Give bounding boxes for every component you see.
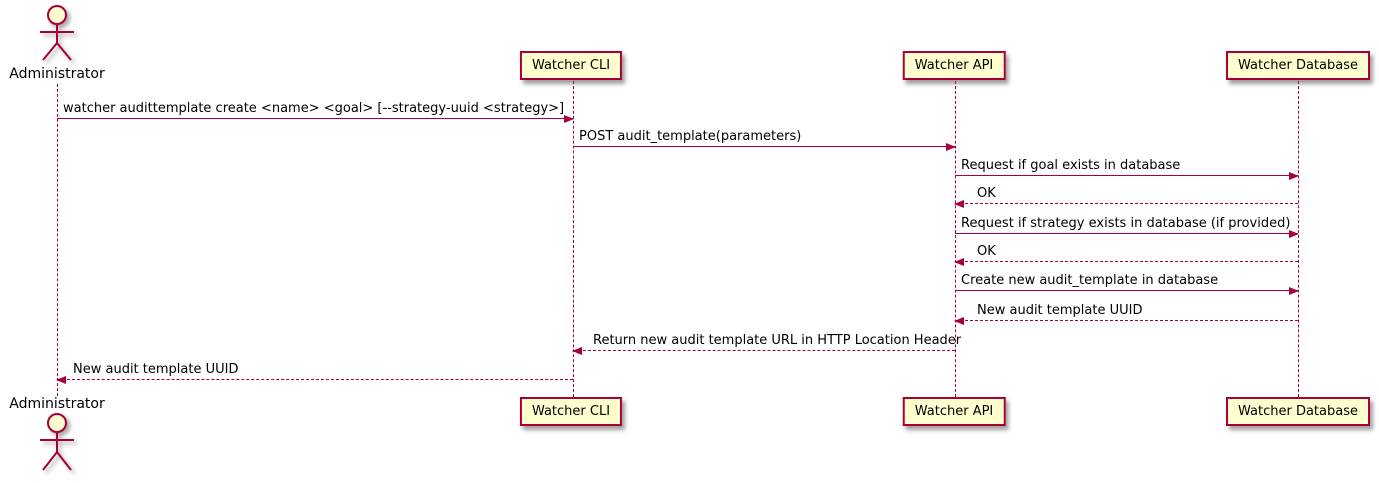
actor-icon (40, 413, 74, 471)
message-label: POST audit_template(parameters) (579, 129, 802, 144)
message-arrow (572, 347, 955, 355)
lifeline-watcher-cli (573, 81, 574, 397)
arrowhead-left-icon (954, 200, 964, 208)
message-label: OK (977, 186, 996, 201)
participant-watcher-api-top: Watcher API (902, 51, 1006, 80)
message-label: Request if goal exists in database (961, 158, 1181, 173)
message-arrow (955, 230, 1299, 238)
lifeline-watcher-database (1298, 81, 1299, 397)
message-label: Request if strategy exists in database (… (961, 216, 1291, 231)
arrowhead-left-icon (954, 317, 964, 325)
arrowhead-right-icon (1289, 287, 1299, 295)
participant-watcher-api-bottom: Watcher API (902, 397, 1006, 426)
actor-label-bottom: Administrator (9, 396, 105, 412)
message-arrow (955, 287, 1299, 295)
message-label: watcher audittemplate create <name> <goa… (63, 101, 565, 116)
message-label: Return new audit template URL in HTTP Lo… (593, 333, 962, 348)
message-label: OK (977, 244, 996, 259)
participant-watcher-database-top: Watcher Database (1226, 51, 1370, 80)
participant-watcher-cli-top: Watcher CLI (519, 51, 623, 80)
message-label: Create new audit_template in database (961, 273, 1219, 288)
arrowhead-left-icon (56, 376, 66, 384)
arrowhead-left-icon (572, 347, 582, 355)
arrowhead-right-icon (564, 115, 574, 123)
lifeline-watcher-api (955, 81, 956, 397)
actor-icon (40, 5, 74, 61)
message-arrow (56, 376, 573, 384)
participant-watcher-cli-bottom: Watcher CLI (519, 397, 623, 426)
message-arrow (954, 258, 1298, 266)
arrowhead-right-icon (946, 143, 956, 151)
participant-watcher-database-bottom: Watcher Database (1226, 397, 1370, 426)
message-arrow (57, 115, 574, 123)
message-arrow (955, 172, 1299, 180)
message-label: New audit template UUID (73, 362, 239, 377)
arrowhead-right-icon (1289, 230, 1299, 238)
actor-label-top: Administrator (9, 66, 105, 82)
lifeline-administrator (57, 84, 58, 396)
arrowhead-left-icon (954, 258, 964, 266)
message-arrow (954, 200, 1298, 208)
arrowhead-right-icon (1289, 172, 1299, 180)
message-arrow (954, 317, 1298, 325)
message-label: New audit template UUID (977, 303, 1143, 318)
message-arrow (573, 143, 956, 151)
